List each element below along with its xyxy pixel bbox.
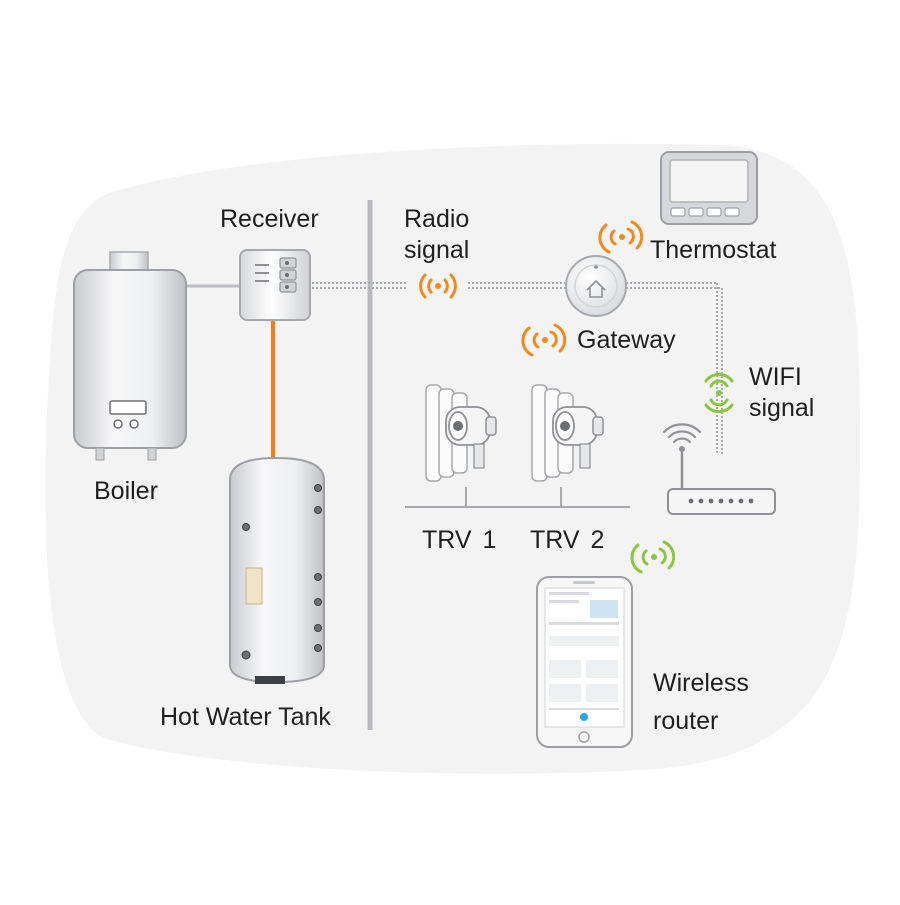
home-icon: [586, 279, 606, 298]
trv1-device: [425, 384, 497, 482]
wireless-router-label: Wireless router: [653, 664, 749, 740]
wifi-signal-label-line1: WIFI: [749, 363, 802, 391]
hot-water-tank-label: Hot Water Tank: [160, 703, 331, 731]
wireless-router-label-line2: router: [653, 707, 719, 735]
gateway-device: [565, 255, 627, 317]
gateway-radio-wave-icon: [521, 323, 567, 357]
phone-device: [536, 576, 633, 748]
gateway-label: Gateway: [577, 326, 676, 354]
router-device: [662, 423, 776, 515]
phone-wifi-wave-icon: [630, 540, 676, 574]
trv-baseline: [405, 487, 630, 508]
radio-signal-label-line1: Radio: [404, 205, 470, 233]
wifi-signal-label-line2: signal: [749, 394, 815, 422]
router-wifi-icon: [662, 423, 702, 444]
phone-app-screen: [549, 592, 619, 721]
wireless-router-label-line1: Wireless: [653, 669, 749, 697]
wifi-signal-label: WIFI signal: [749, 362, 814, 424]
wifi-wave-icon: [704, 372, 734, 414]
trv1-label: TRV 1: [422, 526, 497, 554]
boiler-label: Boiler: [94, 477, 158, 505]
thermostat-label: Thermostat: [650, 236, 777, 264]
receiver-device: [239, 249, 311, 321]
radio-signal-label-line2: signal: [404, 236, 470, 264]
trv2-label: TRV 2: [530, 526, 605, 554]
thermostat-device: [660, 151, 758, 225]
radio-wave-icon: [419, 273, 457, 299]
thermostat-radio-wave-icon: [598, 220, 644, 254]
hot-water-tank-device: [229, 456, 325, 684]
radio-signal-path: [312, 282, 723, 455]
receiver-label: Receiver: [220, 205, 319, 233]
radio-signal-label: Radio signal: [404, 204, 469, 266]
boiler-device: [73, 251, 187, 461]
trv2-device: [531, 384, 604, 482]
